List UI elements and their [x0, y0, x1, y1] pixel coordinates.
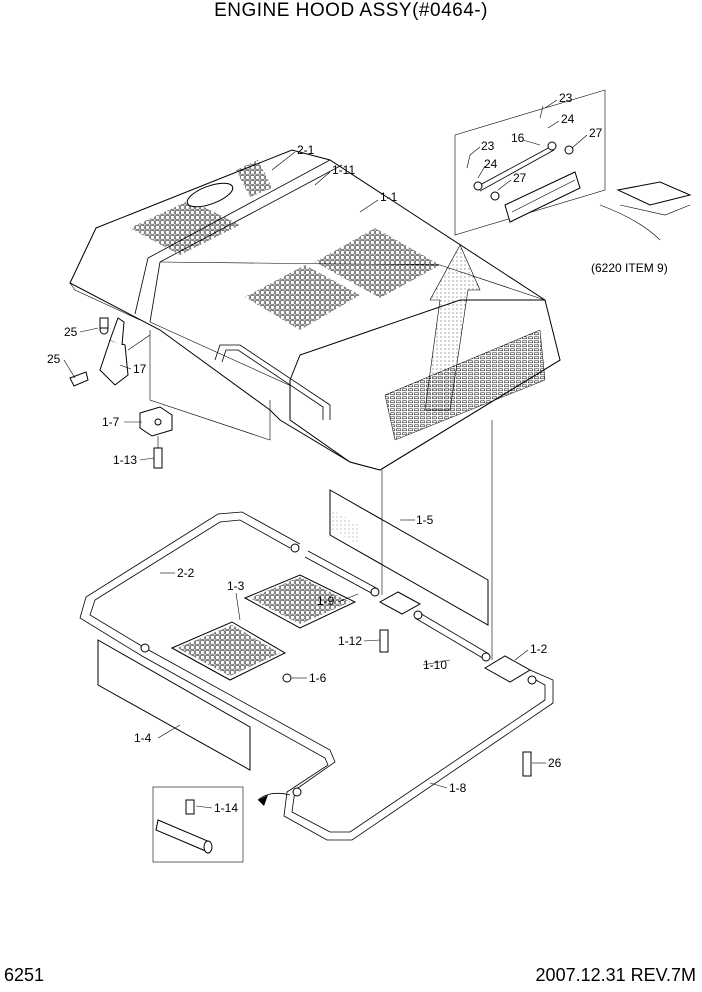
label-1-7: 1-7	[102, 415, 120, 429]
gas-spring-inset	[454, 89, 692, 241]
panel-1-5	[329, 489, 489, 626]
label-23b: 23	[481, 139, 495, 153]
label-1-2: 1-2	[530, 642, 548, 656]
detail-inset-1-14	[152, 786, 291, 863]
hood-frame	[79, 511, 554, 841]
label-17: 17	[133, 362, 147, 376]
label-25a: 25	[64, 325, 78, 339]
page-title: ENGINE HOOD ASSY(#0464-)	[214, 0, 488, 21]
label-27a: 27	[589, 126, 603, 140]
center-plates	[170, 574, 357, 683]
label-2-1: 2-1	[297, 143, 315, 157]
label-1-14: 1-14	[214, 801, 238, 815]
label-25b: 25	[47, 352, 61, 366]
label-23a: 23	[559, 91, 573, 105]
label-26: 26	[548, 756, 562, 770]
part-labels: 2-1 1-11 1-1 23 24 16 27 23 24 27 (6220 …	[47, 91, 668, 815]
leader-lines	[63, 99, 588, 809]
latch-assembly	[69, 317, 151, 387]
label-1-12: 1-12	[338, 634, 362, 648]
label-1-6: 1-6	[309, 671, 327, 685]
revision-stamp: 2007.12.31 REV.7M	[535, 965, 696, 985]
label-1-1: 1-1	[380, 190, 398, 204]
hinge-plates	[378, 591, 532, 777]
label-27b: 27	[513, 171, 527, 185]
label-1-8: 1-8	[449, 781, 467, 795]
label-1-5: 1-5	[416, 513, 434, 527]
label-24b: 24	[484, 157, 498, 171]
label-1-13: 1-13	[113, 453, 137, 467]
reference-note: (6220 ITEM 9)	[591, 261, 668, 275]
label-2-2: 2-2	[177, 566, 195, 580]
panel-1-4	[97, 639, 251, 771]
label-16: 16	[511, 131, 525, 145]
stopper-block	[139, 406, 173, 469]
label-1-9: 1-9	[317, 594, 335, 608]
label-1-3: 1-3	[227, 579, 245, 593]
label-1-10: 1-10	[423, 658, 447, 672]
label-24a: 24	[561, 112, 575, 126]
engine-hood	[69, 149, 561, 471]
label-1-4: 1-4	[134, 731, 152, 745]
label-1-11: 1-11	[332, 163, 355, 177]
page-number: 6251	[4, 965, 45, 985]
